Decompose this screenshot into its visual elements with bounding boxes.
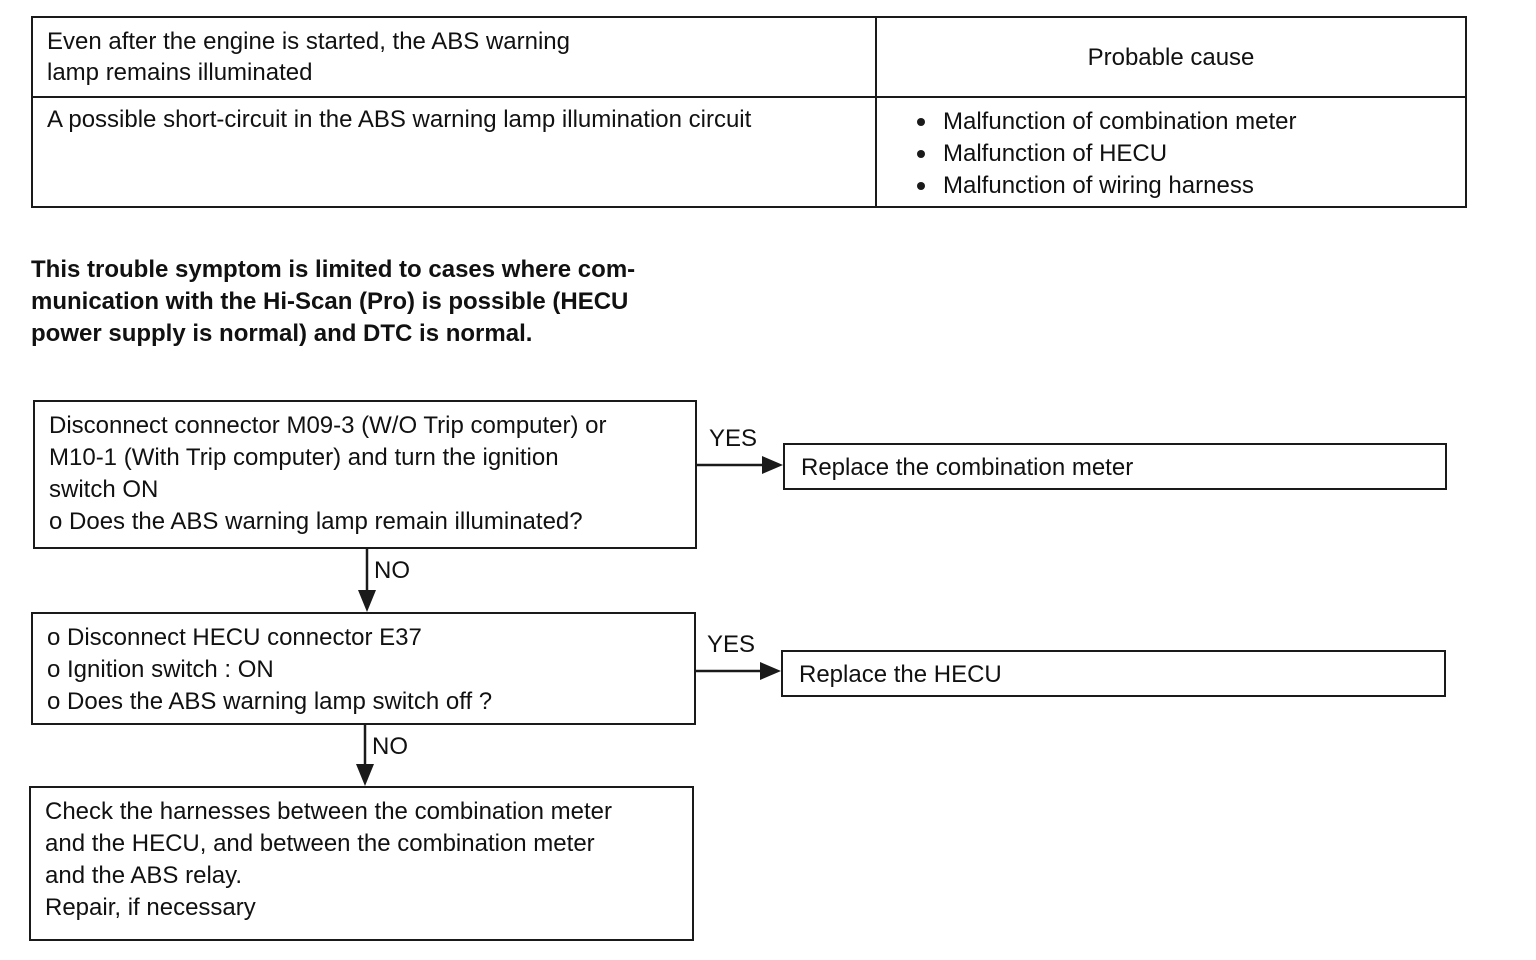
step3-line: and the HECU, and between the combinatio… — [45, 830, 595, 857]
step1-result-box: Replace the combination meter — [783, 443, 1447, 490]
step2-no-label: NO — [372, 733, 408, 760]
yes-arrow-1-head — [762, 456, 783, 474]
step2-yes-label: YES — [707, 631, 756, 658]
symptom-line: Even after the engine is started, the AB… — [47, 28, 570, 55]
step1-line: M10-1 (With Trip computer) and turn the … — [49, 444, 559, 471]
step2-result-text: Replace the HECU — [799, 661, 1002, 688]
description-text: A possible short-circuit in the ABS warn… — [47, 106, 752, 133]
yes-arrow-2-head — [760, 662, 781, 680]
step1-line: o Does the ABS warning lamp remain illum… — [49, 508, 583, 535]
step2-line: o Does the ABS warning lamp switch off ? — [47, 688, 493, 715]
probable-cause-header-label: Probable cause — [1087, 43, 1255, 71]
step1-line: switch ON — [49, 476, 159, 503]
symptom-note: This trouble symptom is limited to cases… — [31, 254, 751, 350]
step3-line: and the ABS relay. — [45, 862, 243, 889]
step3-line: Repair, if necessary — [45, 894, 256, 921]
cause-list-cell: Malfunction of combination meter Malfunc… — [875, 96, 1467, 208]
step2-line: o Disconnect HECU connector E37 — [47, 624, 422, 651]
step1-no-label: NO — [374, 557, 410, 584]
step2-box: o Disconnect HECU connector E37 o Igniti… — [31, 612, 696, 725]
step2-line: o Ignition switch : ON — [47, 656, 274, 683]
no-arrow-1-head — [358, 590, 376, 612]
description-cell: A possible short-circuit in the ABS warn… — [31, 96, 877, 208]
cause-item: Malfunction of HECU — [913, 138, 1465, 170]
step2-result-box: Replace the HECU — [781, 650, 1446, 697]
note-line: munication with the Hi-Scan (Pro) is pos… — [31, 288, 629, 315]
no-arrow-2-head — [356, 764, 374, 786]
step1-yes-label: YES — [709, 425, 758, 452]
note-line: This trouble symptom is limited to cases… — [31, 256, 636, 283]
symptom-line: lamp remains illuminated — [47, 59, 313, 86]
step3-line: Check the harnesses between the combinat… — [45, 798, 612, 825]
note-line: power supply is normal) and DTC is norma… — [31, 320, 533, 347]
step1-result-text: Replace the combination meter — [801, 454, 1134, 481]
cause-item: Malfunction of wiring harness — [913, 170, 1465, 202]
step1-box: Disconnect connector M09-3 (W/O Trip com… — [33, 400, 697, 549]
step3-box: Check the harnesses between the combinat… — [29, 786, 694, 941]
step1-line: Disconnect connector M09-3 (W/O Trip com… — [49, 412, 607, 439]
cause-item: Malfunction of combination meter — [913, 106, 1465, 138]
cause-list: Malfunction of combination meter Malfunc… — [913, 106, 1465, 202]
